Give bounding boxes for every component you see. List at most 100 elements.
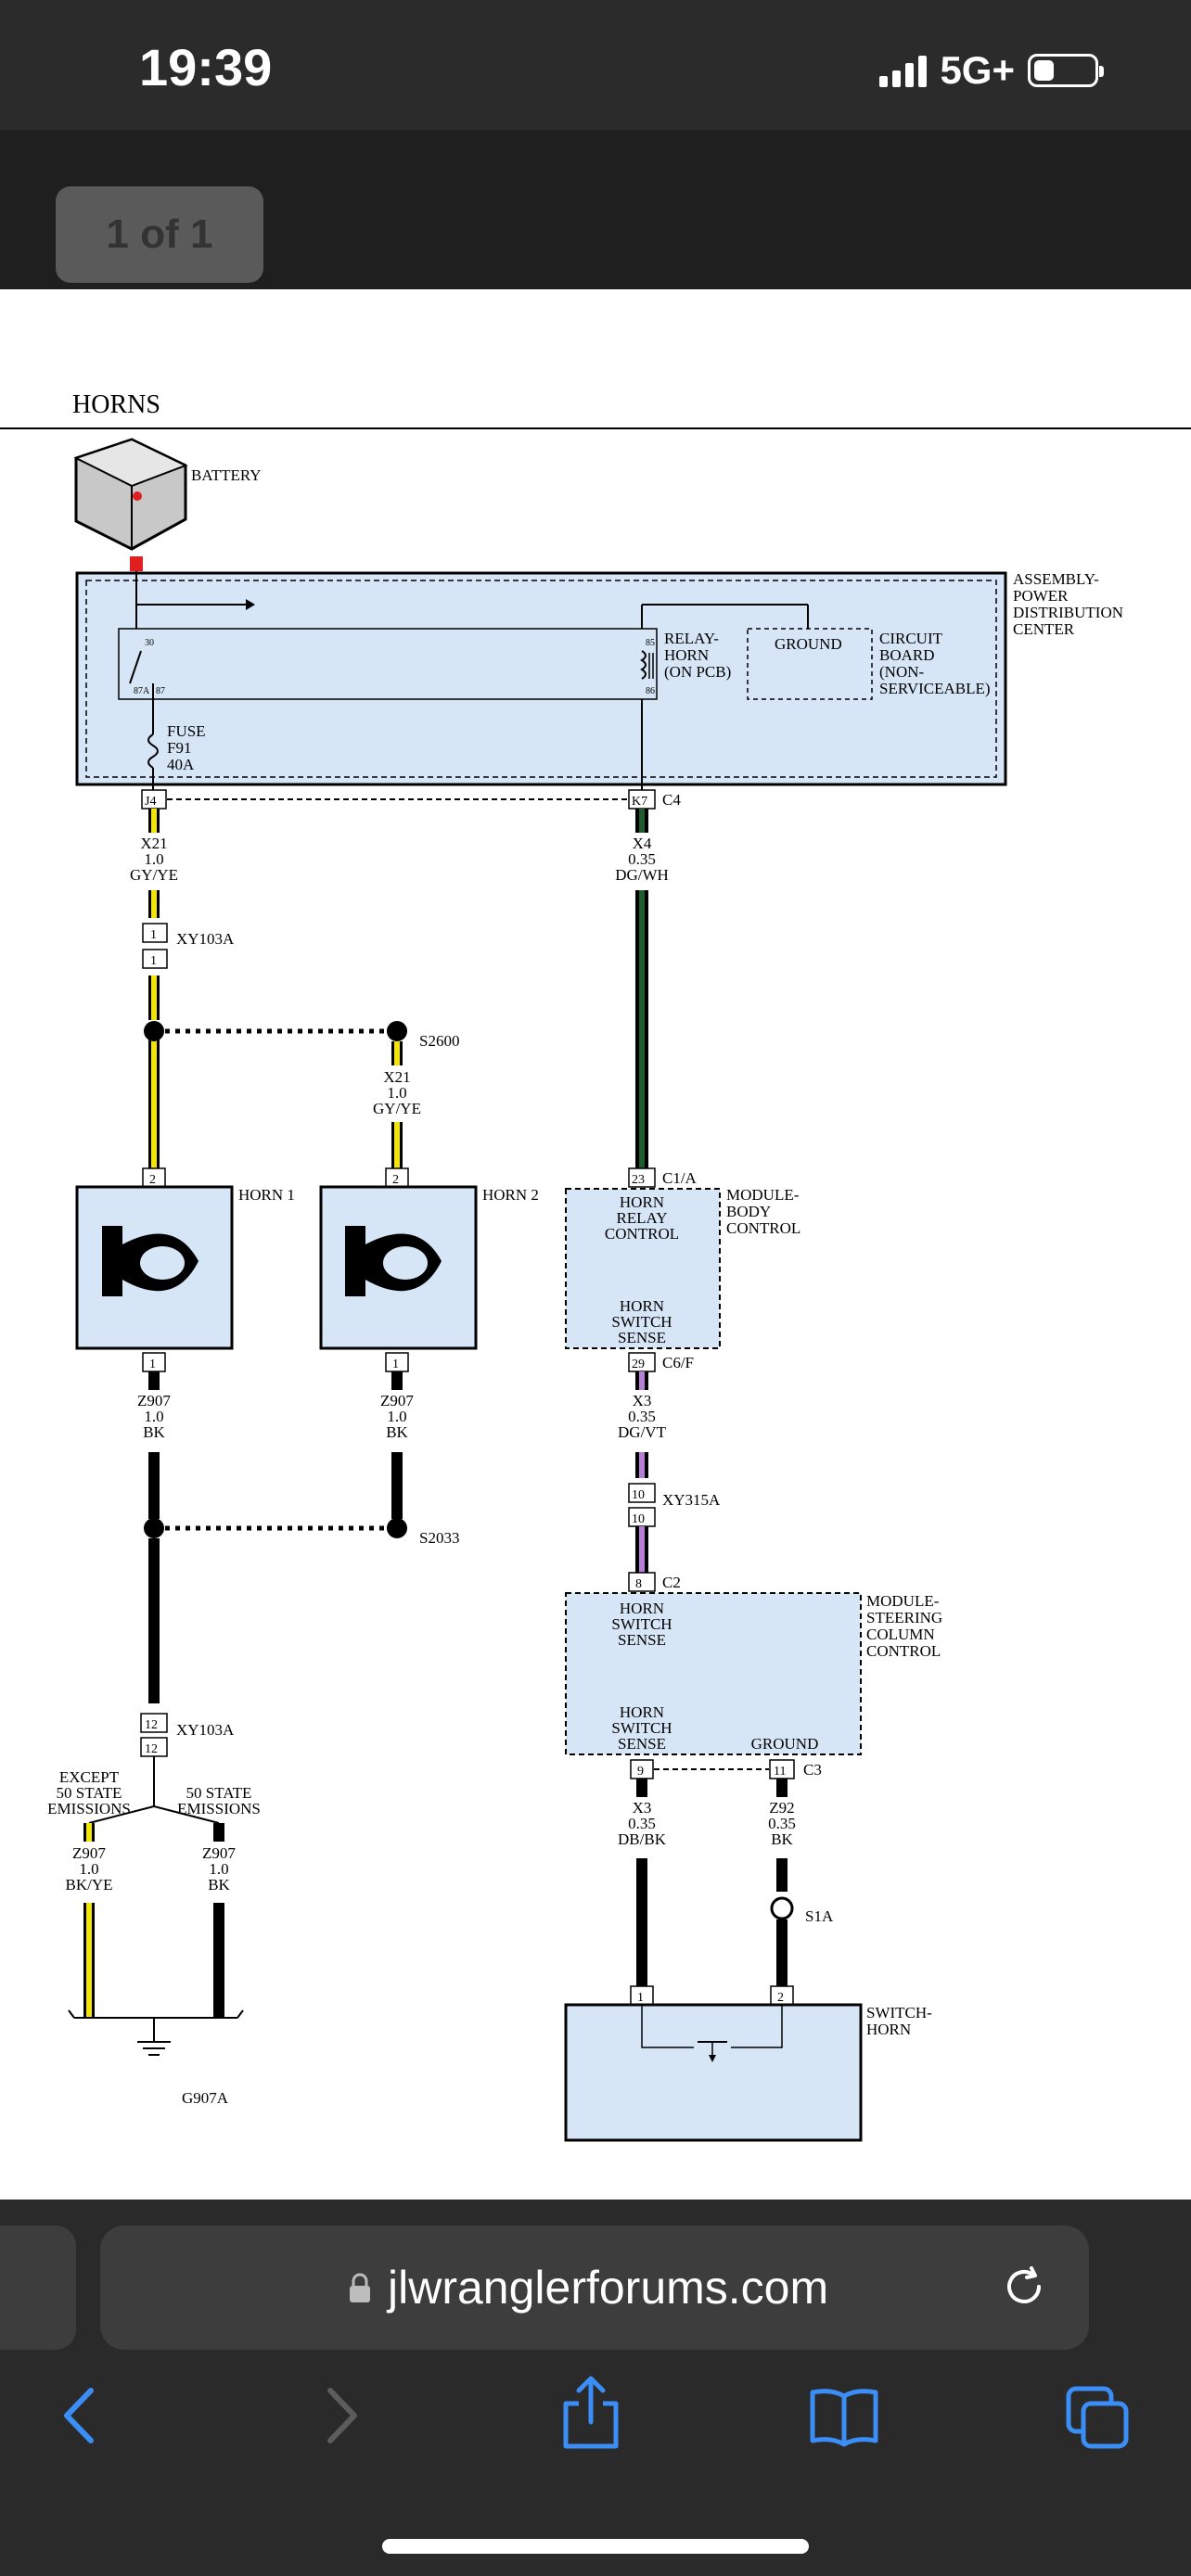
bcm-label-2: BODY <box>726 1203 771 1220</box>
bcm-hss-label-3: SENSE <box>618 1329 666 1346</box>
pin87-label: 87 <box>156 686 165 696</box>
bcm-hss-label-1: HORN <box>620 1297 664 1315</box>
switch-label-2: HORN <box>866 2021 911 2038</box>
hrc-label-3: CONTROL <box>605 1225 679 1243</box>
x3-db-b: 0.35 <box>628 1815 656 1832</box>
sccm-hss-bottom-2: SWITCH <box>611 1719 672 1737</box>
horn1-label: HORN 1 <box>238 1186 295 1204</box>
x21s-label-b: 1.0 <box>387 1084 406 1102</box>
sccm-hss-top-1: HORN <box>620 1600 664 1617</box>
diagram-title: HORNS <box>72 390 160 419</box>
z907-bkye-c: BK/YE <box>66 1876 113 1894</box>
sccm-pin-9: 9 <box>637 1765 644 1779</box>
xy103a-label: XY103A <box>176 930 235 948</box>
horn1-pin-2: 2 <box>149 1173 156 1187</box>
cb-label-3: (NON- <box>879 663 924 681</box>
g907a-label: G907A <box>182 2089 229 2107</box>
fuse-symbol <box>147 733 159 769</box>
x3-label-a: X3 <box>633 1392 652 1409</box>
x21-label-a: X21 <box>140 835 167 852</box>
except-label-3: EMISSIONS <box>47 1800 131 1817</box>
relay-frame <box>118 628 658 700</box>
c3-label: C3 <box>803 1761 822 1779</box>
pdc-label-2: POWER <box>1013 587 1069 605</box>
previous-tab-preview[interactable] <box>0 2225 76 2350</box>
z907-right-b: 1.0 <box>387 1408 406 1425</box>
tabs-icon[interactable] <box>1065 2385 1132 2450</box>
sccm-label-1: MODULE- <box>866 1592 940 1610</box>
horn2-label: HORN 2 <box>482 1186 539 1204</box>
sccm-hss-bottom-3: SENSE <box>618 1735 666 1753</box>
fuse-label-3: 40A <box>167 756 195 773</box>
s1a-label: S1A <box>805 1907 834 1925</box>
horn2-pin-1: 1 <box>392 1358 399 1371</box>
except-label-1: EXCEPT <box>59 1768 120 1786</box>
relay-label-3: (ON PCB) <box>664 663 731 681</box>
z907-left-c: BK <box>143 1423 165 1441</box>
switch-label-1: SWITCH- <box>866 2004 932 2021</box>
j4-label: J4 <box>145 795 156 809</box>
body-control-module <box>565 1188 721 1349</box>
steering-column-module <box>565 1592 862 1755</box>
forward-icon[interactable] <box>312 2383 367 2448</box>
battery-icon <box>1028 54 1104 87</box>
page-indicator[interactable]: 1 of 1 <box>56 186 263 283</box>
lock-icon <box>350 2273 370 2302</box>
c6f-label: C6/F <box>662 1354 694 1371</box>
sccm-label-4: CONTROL <box>866 1642 941 1660</box>
z907-left-b: 1.0 <box>144 1408 163 1425</box>
switch-pin-2: 2 <box>777 1991 784 2005</box>
bookmarks-icon[interactable] <box>809 2387 879 2448</box>
fuse-label-1: FUSE <box>167 722 206 740</box>
fifty-label-1: 50 STATE <box>186 1784 252 1802</box>
share-icon[interactable] <box>558 2374 623 2452</box>
z907-bk-a: Z907 <box>202 1844 236 1862</box>
xy103a-pin12-top: 12 <box>145 1718 158 1732</box>
z907-bk-c: BK <box>208 1876 230 1894</box>
xy103a-pin-top: 1 <box>150 928 157 942</box>
horn-switch <box>564 2003 863 2142</box>
z907-bk-b: 1.0 <box>209 1860 228 1878</box>
home-indicator[interactable] <box>382 2539 809 2554</box>
back-icon[interactable] <box>54 2383 109 2448</box>
x21-label-b: 1.0 <box>144 850 163 868</box>
fuse-label-2: F91 <box>167 739 191 757</box>
sccm-hss-bottom-1: HORN <box>620 1703 664 1721</box>
pin30-label: 30 <box>145 638 154 648</box>
hrc-label-2: RELAY <box>616 1209 667 1227</box>
document-page: HORNS BATTERY ASSEMBLY- POWER DISTRIBUTI… <box>0 289 1191 2200</box>
x21s-label-c: GY/YE <box>373 1100 421 1117</box>
splice-s2600-right <box>387 1021 407 1041</box>
horn2-symbol-icon <box>345 1226 442 1296</box>
x21s-label-a: X21 <box>383 1068 410 1086</box>
k7-label: K7 <box>632 795 647 809</box>
x4-label-c: DG/WH <box>615 866 669 884</box>
sccm-ground-label: GROUND <box>751 1735 819 1753</box>
sccm-label-3: COLUMN <box>866 1626 935 1643</box>
xy315a-label: XY315A <box>662 1491 721 1509</box>
x4-label-b: 0.35 <box>628 850 656 868</box>
network-type: 5G+ <box>940 48 1015 92</box>
xy103a-pin12-bottom: 12 <box>145 1742 158 1756</box>
x3-label-c: DG/VT <box>618 1423 667 1441</box>
horn2-pin-2: 2 <box>392 1173 399 1187</box>
ground-box <box>747 628 873 700</box>
sccm-label-2: STEERING <box>866 1609 942 1626</box>
reload-icon[interactable] <box>996 2259 1052 2315</box>
relay-label-1: RELAY- <box>664 630 719 647</box>
sccm-hss-top-2: SWITCH <box>611 1615 672 1633</box>
document-viewer-bar: 1 of 1 <box>0 130 1191 289</box>
ground-box-label: GROUND <box>775 635 842 653</box>
address-bar[interactable]: jlwranglerforums.com <box>100 2225 1089 2350</box>
splice-s2600-left <box>144 1021 164 1041</box>
battery-label: BATTERY <box>191 466 262 484</box>
pin87a-label: 87A <box>134 686 150 696</box>
url-text: jlwranglerforums.com <box>388 2262 829 2314</box>
c2-label: C2 <box>662 1574 681 1591</box>
s2600-label: S2600 <box>419 1032 459 1050</box>
xy103a-pin-bottom: 1 <box>150 954 157 968</box>
z92-c: BK <box>771 1830 793 1848</box>
pin86-label: 86 <box>646 686 655 696</box>
s2033-label: S2033 <box>419 1529 459 1547</box>
z907-bkye-b: 1.0 <box>79 1860 98 1878</box>
